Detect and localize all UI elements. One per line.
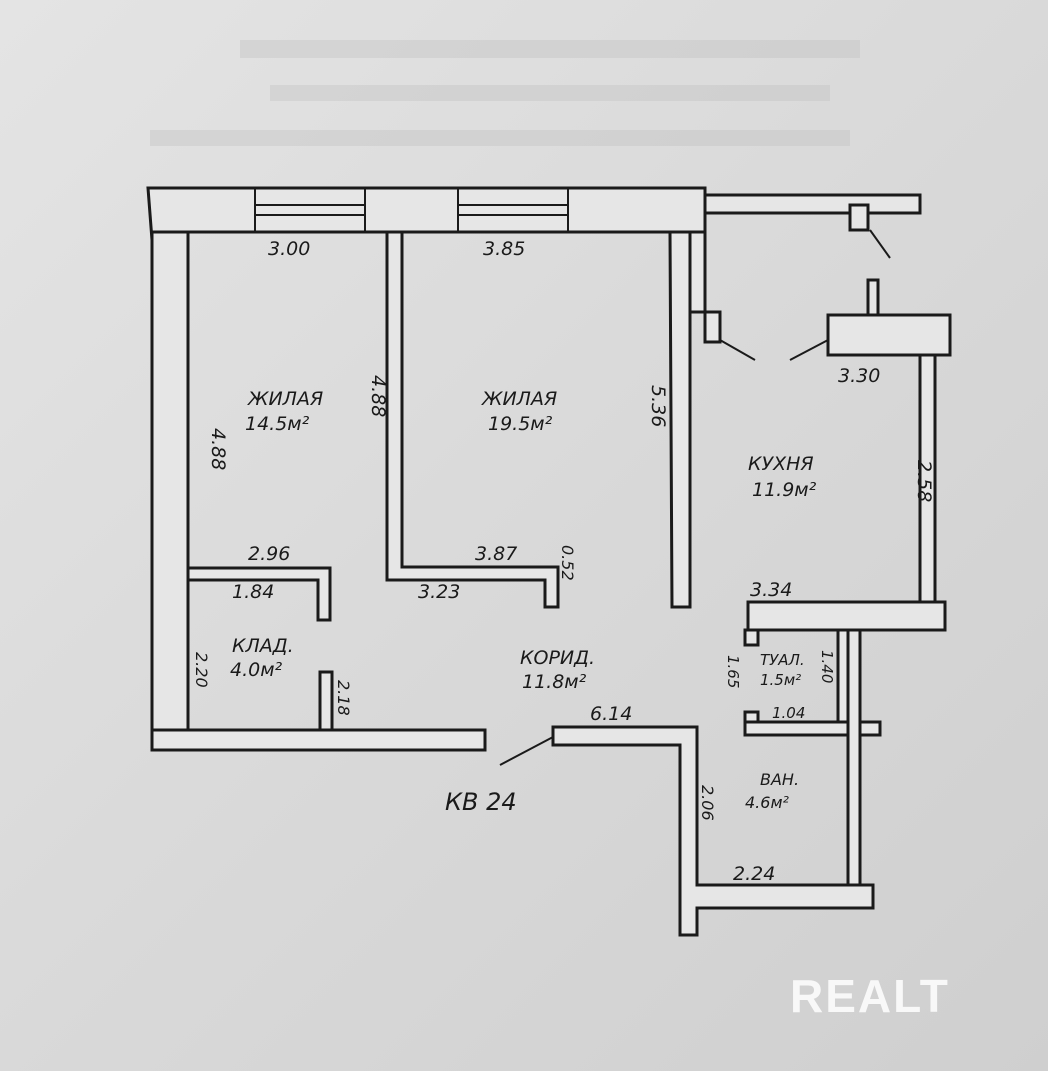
room-area: 11.9м² <box>752 479 817 501</box>
dimension: 2.18 <box>334 680 353 716</box>
bleed-through-text <box>150 40 860 146</box>
realt-watermark: REALT <box>790 970 950 1022</box>
room-name: КОРИД. <box>520 647 595 669</box>
dimension: 2.96 <box>248 543 290 565</box>
room-area: 14.5м² <box>245 413 310 435</box>
room-name: КУХНЯ <box>748 453 814 475</box>
room-name: ТУАЛ. <box>760 651 805 669</box>
room-area: 4.6м² <box>745 793 790 812</box>
dimension: 2.06 <box>698 785 717 821</box>
room-area: 11.8м² <box>522 671 587 693</box>
dimension: 2.24 <box>733 863 775 885</box>
dimension: 3.23 <box>418 581 460 603</box>
dimension: 1.65 <box>724 655 742 688</box>
room-area: 1.5м² <box>760 671 801 689</box>
dimension: 1.04 <box>772 704 805 722</box>
room-area: 19.5м² <box>488 413 553 435</box>
dimension: 3.87 <box>475 543 517 565</box>
room-name: КЛАД. <box>232 635 294 657</box>
dimension: 1.40 <box>818 650 836 683</box>
dimension: 5.36 <box>647 385 669 427</box>
dimension: 3.30 <box>838 365 880 387</box>
room-name: ЖИЛАЯ <box>247 388 323 410</box>
walls <box>146 186 952 937</box>
room-name: ВАН. <box>760 770 799 789</box>
room-name: ЖИЛАЯ <box>481 388 557 410</box>
dimension: 2.58 <box>913 460 935 502</box>
apartment-label: КВ 24 <box>445 788 517 816</box>
dimension: 3.00 <box>268 238 310 260</box>
dimension: 3.85 <box>483 238 525 260</box>
dimension: 6.14 <box>590 703 632 725</box>
room-labels: ЖИЛАЯ 14.5м² ЖИЛАЯ 19.5м² КУХНЯ 11.9м² К… <box>230 388 817 816</box>
dimension: 4.88 <box>367 375 389 417</box>
dimension: 4.88 <box>207 428 229 470</box>
dimensions: 3.00 3.85 4.88 4.88 5.36 3.30 2.58 2.96 … <box>192 238 935 885</box>
dimension: 2.20 <box>192 652 211 688</box>
dimension: 1.84 <box>232 581 274 603</box>
room-area: 4.0м² <box>230 659 283 681</box>
dimension: 0.52 <box>558 545 577 581</box>
dimension: 3.34 <box>750 579 792 601</box>
